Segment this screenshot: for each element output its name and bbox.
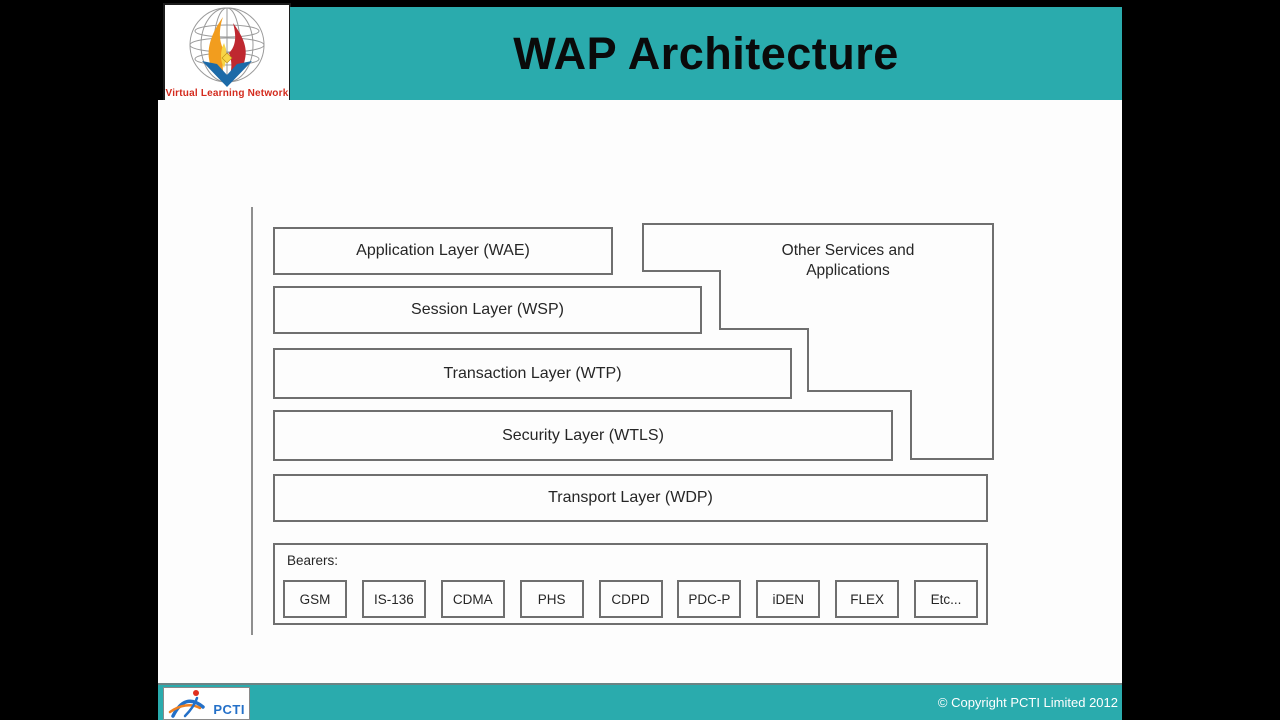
layer-transaction-label: Transaction Layer (WTP) bbox=[443, 364, 622, 382]
bearer-phs: PHS bbox=[519, 580, 584, 618]
page-title: WAP Architecture bbox=[513, 27, 899, 79]
header-bar: WAP Architecture bbox=[290, 7, 1122, 100]
bearer-cdpd: CDPD bbox=[598, 580, 663, 618]
bearer-gsm: GSM bbox=[283, 580, 347, 618]
bearers-label: Bearers: bbox=[287, 553, 339, 568]
footer-bar: © Copyright PCTI Limited 2012 bbox=[158, 683, 1122, 720]
pcti-logo-text: PCTI bbox=[213, 702, 245, 717]
bearer-pdcp: PDC-P bbox=[677, 580, 742, 618]
layer-transaction: Transaction Layer (WTP) bbox=[273, 348, 792, 399]
pcti-runner-icon bbox=[168, 690, 205, 718]
copyright-text: © Copyright PCTI Limited 2012 bbox=[937, 695, 1118, 710]
diagram-canvas: Other Services and Applications Applicat… bbox=[158, 100, 1122, 685]
bearer-etc: Etc... bbox=[914, 580, 978, 618]
layer-application-label: Application Layer (WAE) bbox=[356, 242, 530, 259]
bearer-is136: IS-136 bbox=[361, 580, 426, 618]
other-services-line2: Applications bbox=[806, 262, 890, 279]
bearer-row: GSM IS-136 CDMA PHS CDPD PDC-P iDEN FLEX… bbox=[283, 580, 978, 618]
layer-transport-label: Transport Layer (WDP) bbox=[548, 489, 713, 506]
bearer-flex: FLEX bbox=[835, 580, 900, 618]
diagram-left-rule bbox=[251, 207, 253, 635]
layer-session-label: Session Layer (WSP) bbox=[411, 301, 564, 318]
bearer-cdma: CDMA bbox=[440, 580, 505, 618]
layer-session: Session Layer (WSP) bbox=[273, 286, 702, 334]
bearer-iden: iDEN bbox=[756, 580, 821, 618]
layer-application: Application Layer (WAE) bbox=[273, 227, 613, 275]
vln-caption: Virtual Learning Network bbox=[165, 88, 289, 99]
bearers-box: Bearers: GSM IS-136 CDMA PHS CDPD PDC-P … bbox=[273, 543, 988, 625]
other-services-line1: Other Services and bbox=[781, 242, 915, 259]
vln-logo: Virtual Learning Network bbox=[163, 3, 291, 104]
globe-flame-icon bbox=[189, 7, 265, 87]
layer-security: Security Layer (WTLS) bbox=[273, 410, 893, 461]
layer-transport: Transport Layer (WDP) bbox=[273, 474, 988, 522]
layer-security-label: Security Layer (WTLS) bbox=[502, 426, 664, 444]
other-services-shape bbox=[642, 223, 994, 460]
pcti-logo: PCTI bbox=[163, 687, 250, 720]
other-services-label: Other Services and Applications bbox=[698, 241, 998, 281]
